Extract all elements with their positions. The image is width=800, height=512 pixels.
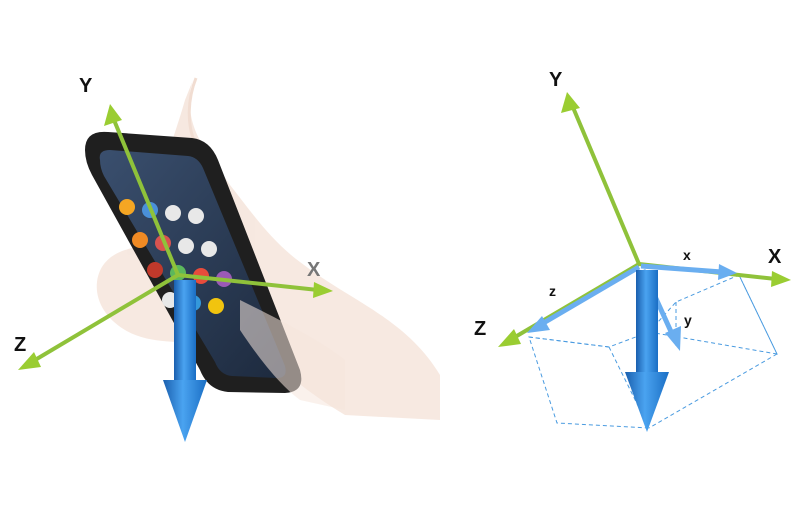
component-z-arrow	[538, 264, 641, 328]
right-y-label: Y	[549, 69, 563, 91]
left-z-axis	[28, 273, 180, 365]
right-z-label: Z	[474, 318, 486, 340]
right-gravity-shaft	[636, 270, 658, 374]
left-x-axis	[177, 273, 319, 292]
component-y-label: y	[684, 312, 692, 328]
right-gravity-arrowhead	[625, 372, 669, 432]
component-x-label: x	[683, 247, 691, 263]
component-z-arrowhead	[527, 316, 550, 333]
right-figure: Y X Z x y z	[474, 69, 791, 432]
left-y-label: Y	[79, 75, 93, 97]
left-axes	[18, 104, 333, 442]
left-x-label: X	[307, 259, 321, 281]
left-z-arrowhead	[18, 352, 41, 370]
component-z-label: z	[549, 283, 556, 299]
right-y-axis	[570, 104, 641, 265]
left-y-arrowhead	[104, 104, 122, 126]
left-gravity-arrowhead	[163, 380, 207, 442]
right-z-arrowhead	[498, 329, 521, 347]
right-x-label: X	[768, 246, 782, 268]
left-gravity-shaft	[174, 280, 196, 382]
component-x-arrowhead	[718, 264, 737, 280]
component-x-arrow	[640, 263, 723, 275]
left-figure: Y X Z	[14, 75, 440, 442]
right-y-arrowhead	[561, 92, 580, 113]
component-y-arrowhead	[665, 326, 681, 351]
left-z-label: Z	[14, 334, 26, 356]
right-x-arrowhead	[771, 271, 791, 287]
left-x-arrowhead	[313, 282, 333, 298]
left-y-axis	[112, 119, 180, 276]
